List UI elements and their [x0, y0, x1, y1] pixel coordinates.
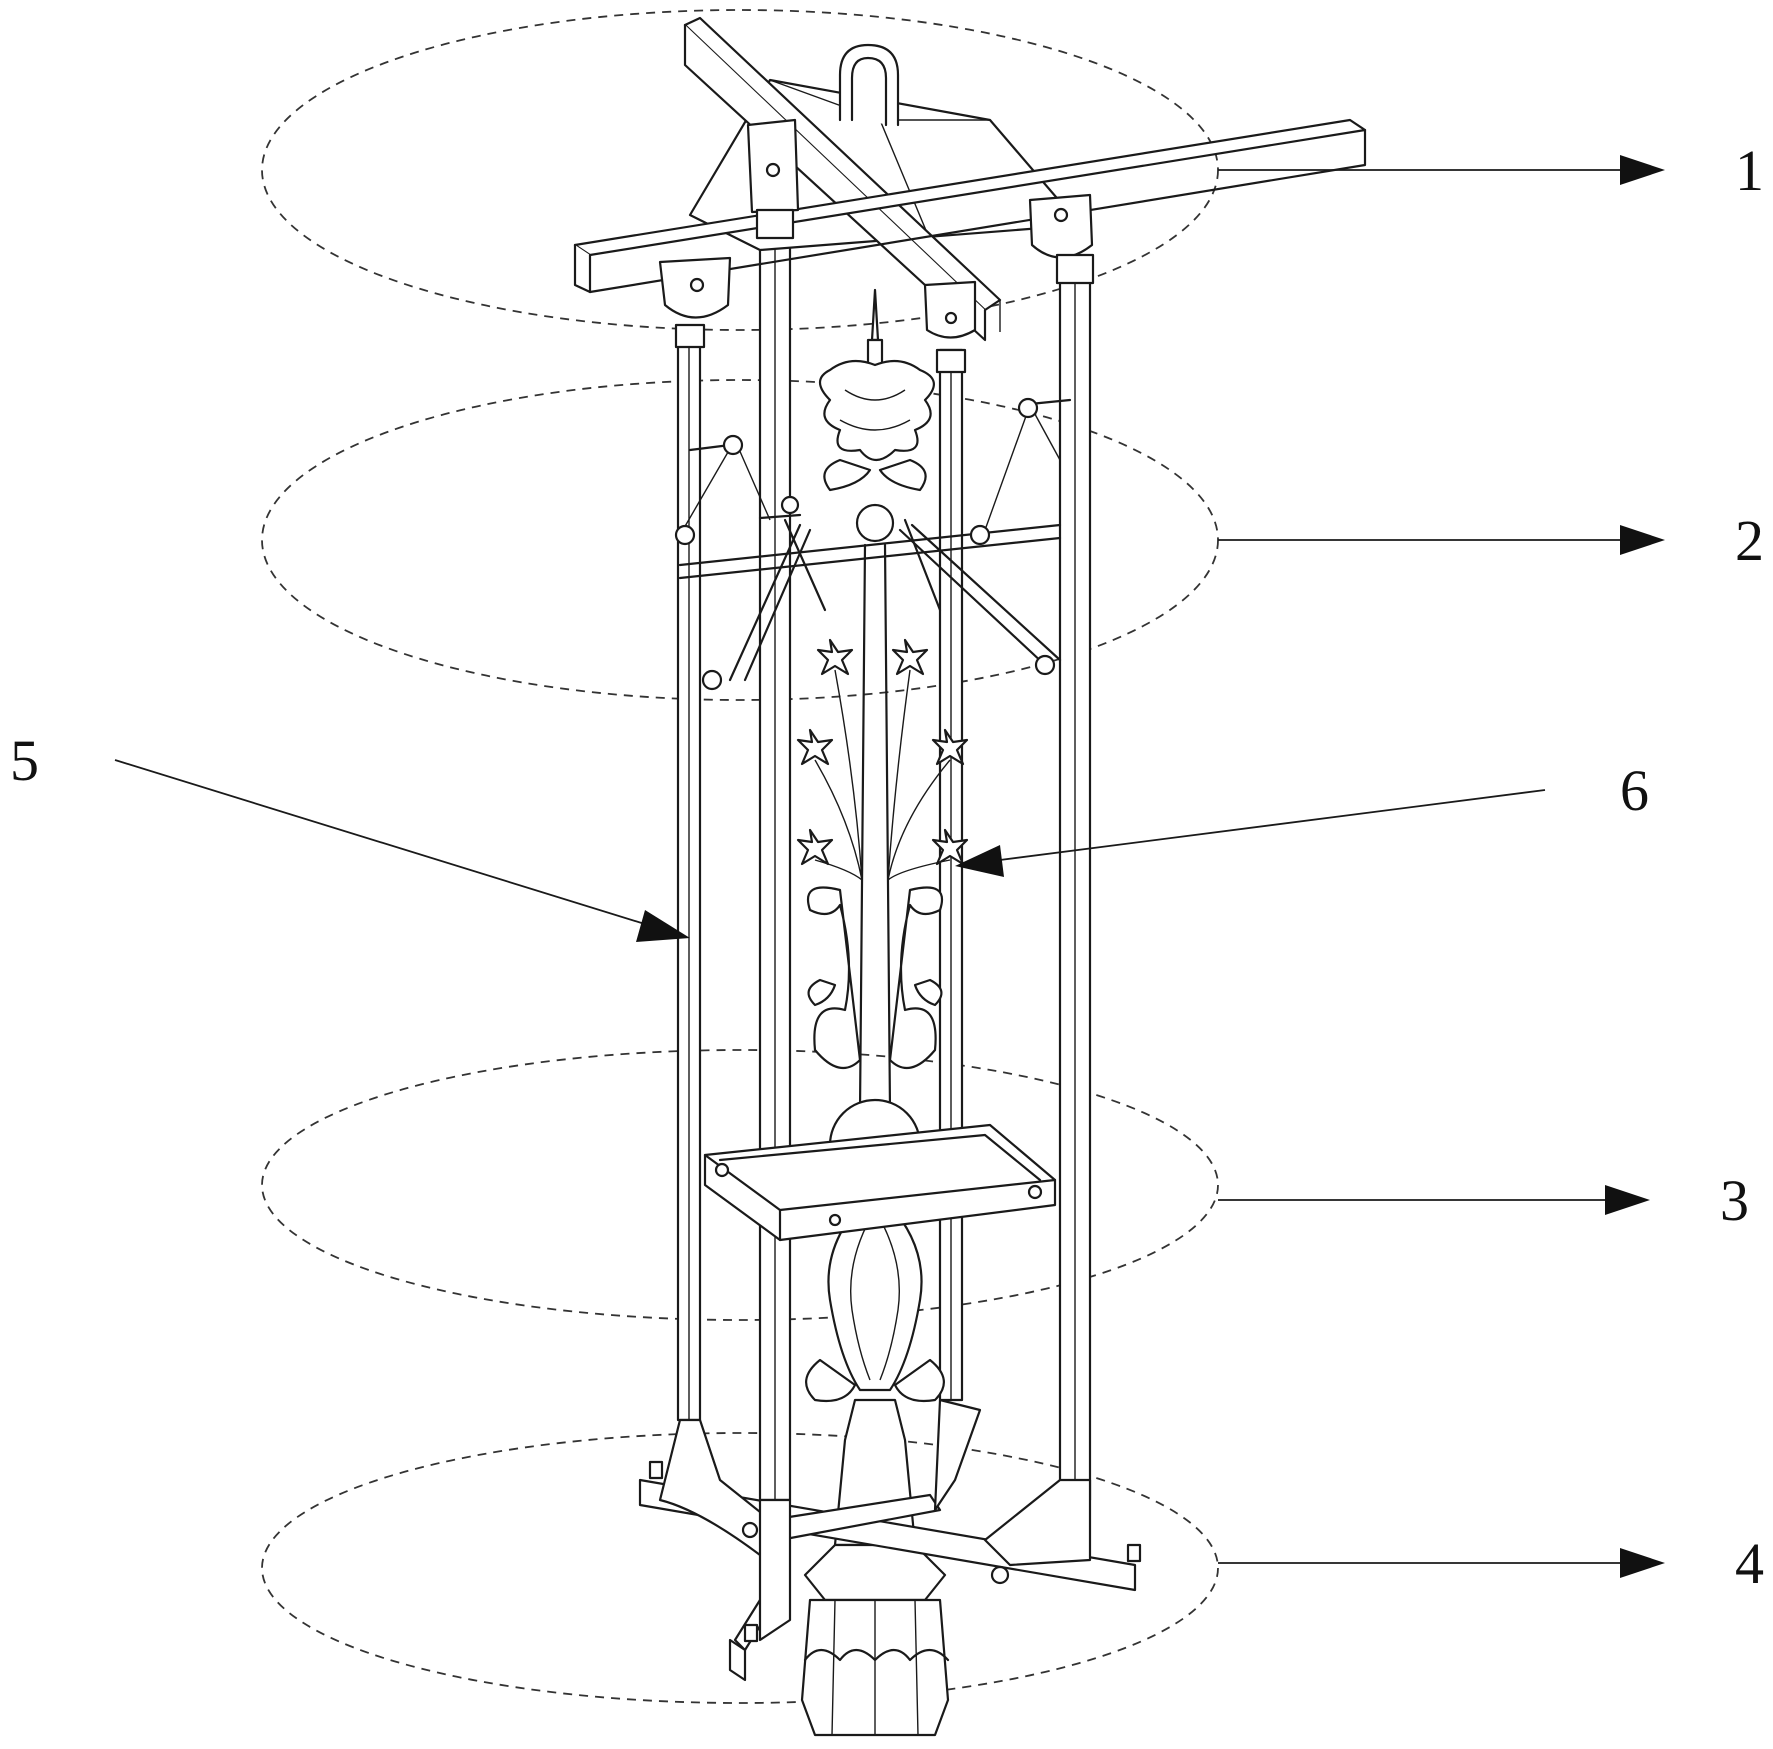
base-assembly	[638, 1398, 1142, 1682]
arrow-4	[1620, 1548, 1665, 1578]
upper-clamp-frame	[674, 397, 1072, 691]
arrow-5	[636, 910, 690, 942]
zone-3-ellipse	[261, 1049, 1219, 1321]
top-hanger-assembly	[573, 16, 1367, 374]
label-4: 4	[1735, 1531, 1764, 1596]
zone-4-ellipse	[261, 1432, 1219, 1704]
lower-clamp-frame	[703, 1123, 1057, 1242]
arrow-1	[1620, 155, 1665, 185]
star-ornaments	[796, 638, 969, 866]
arrow-2	[1620, 525, 1665, 555]
label-2: 2	[1735, 508, 1764, 573]
label-3: 3	[1720, 1168, 1749, 1233]
callouts	[114, 155, 1665, 1578]
label-1: 1	[1735, 138, 1764, 203]
arrow-3	[1605, 1185, 1650, 1215]
label-6: 6	[1620, 758, 1649, 823]
arrow-6	[955, 845, 1004, 877]
label-5: 5	[10, 728, 39, 793]
ornamental-post	[796, 288, 969, 1737]
